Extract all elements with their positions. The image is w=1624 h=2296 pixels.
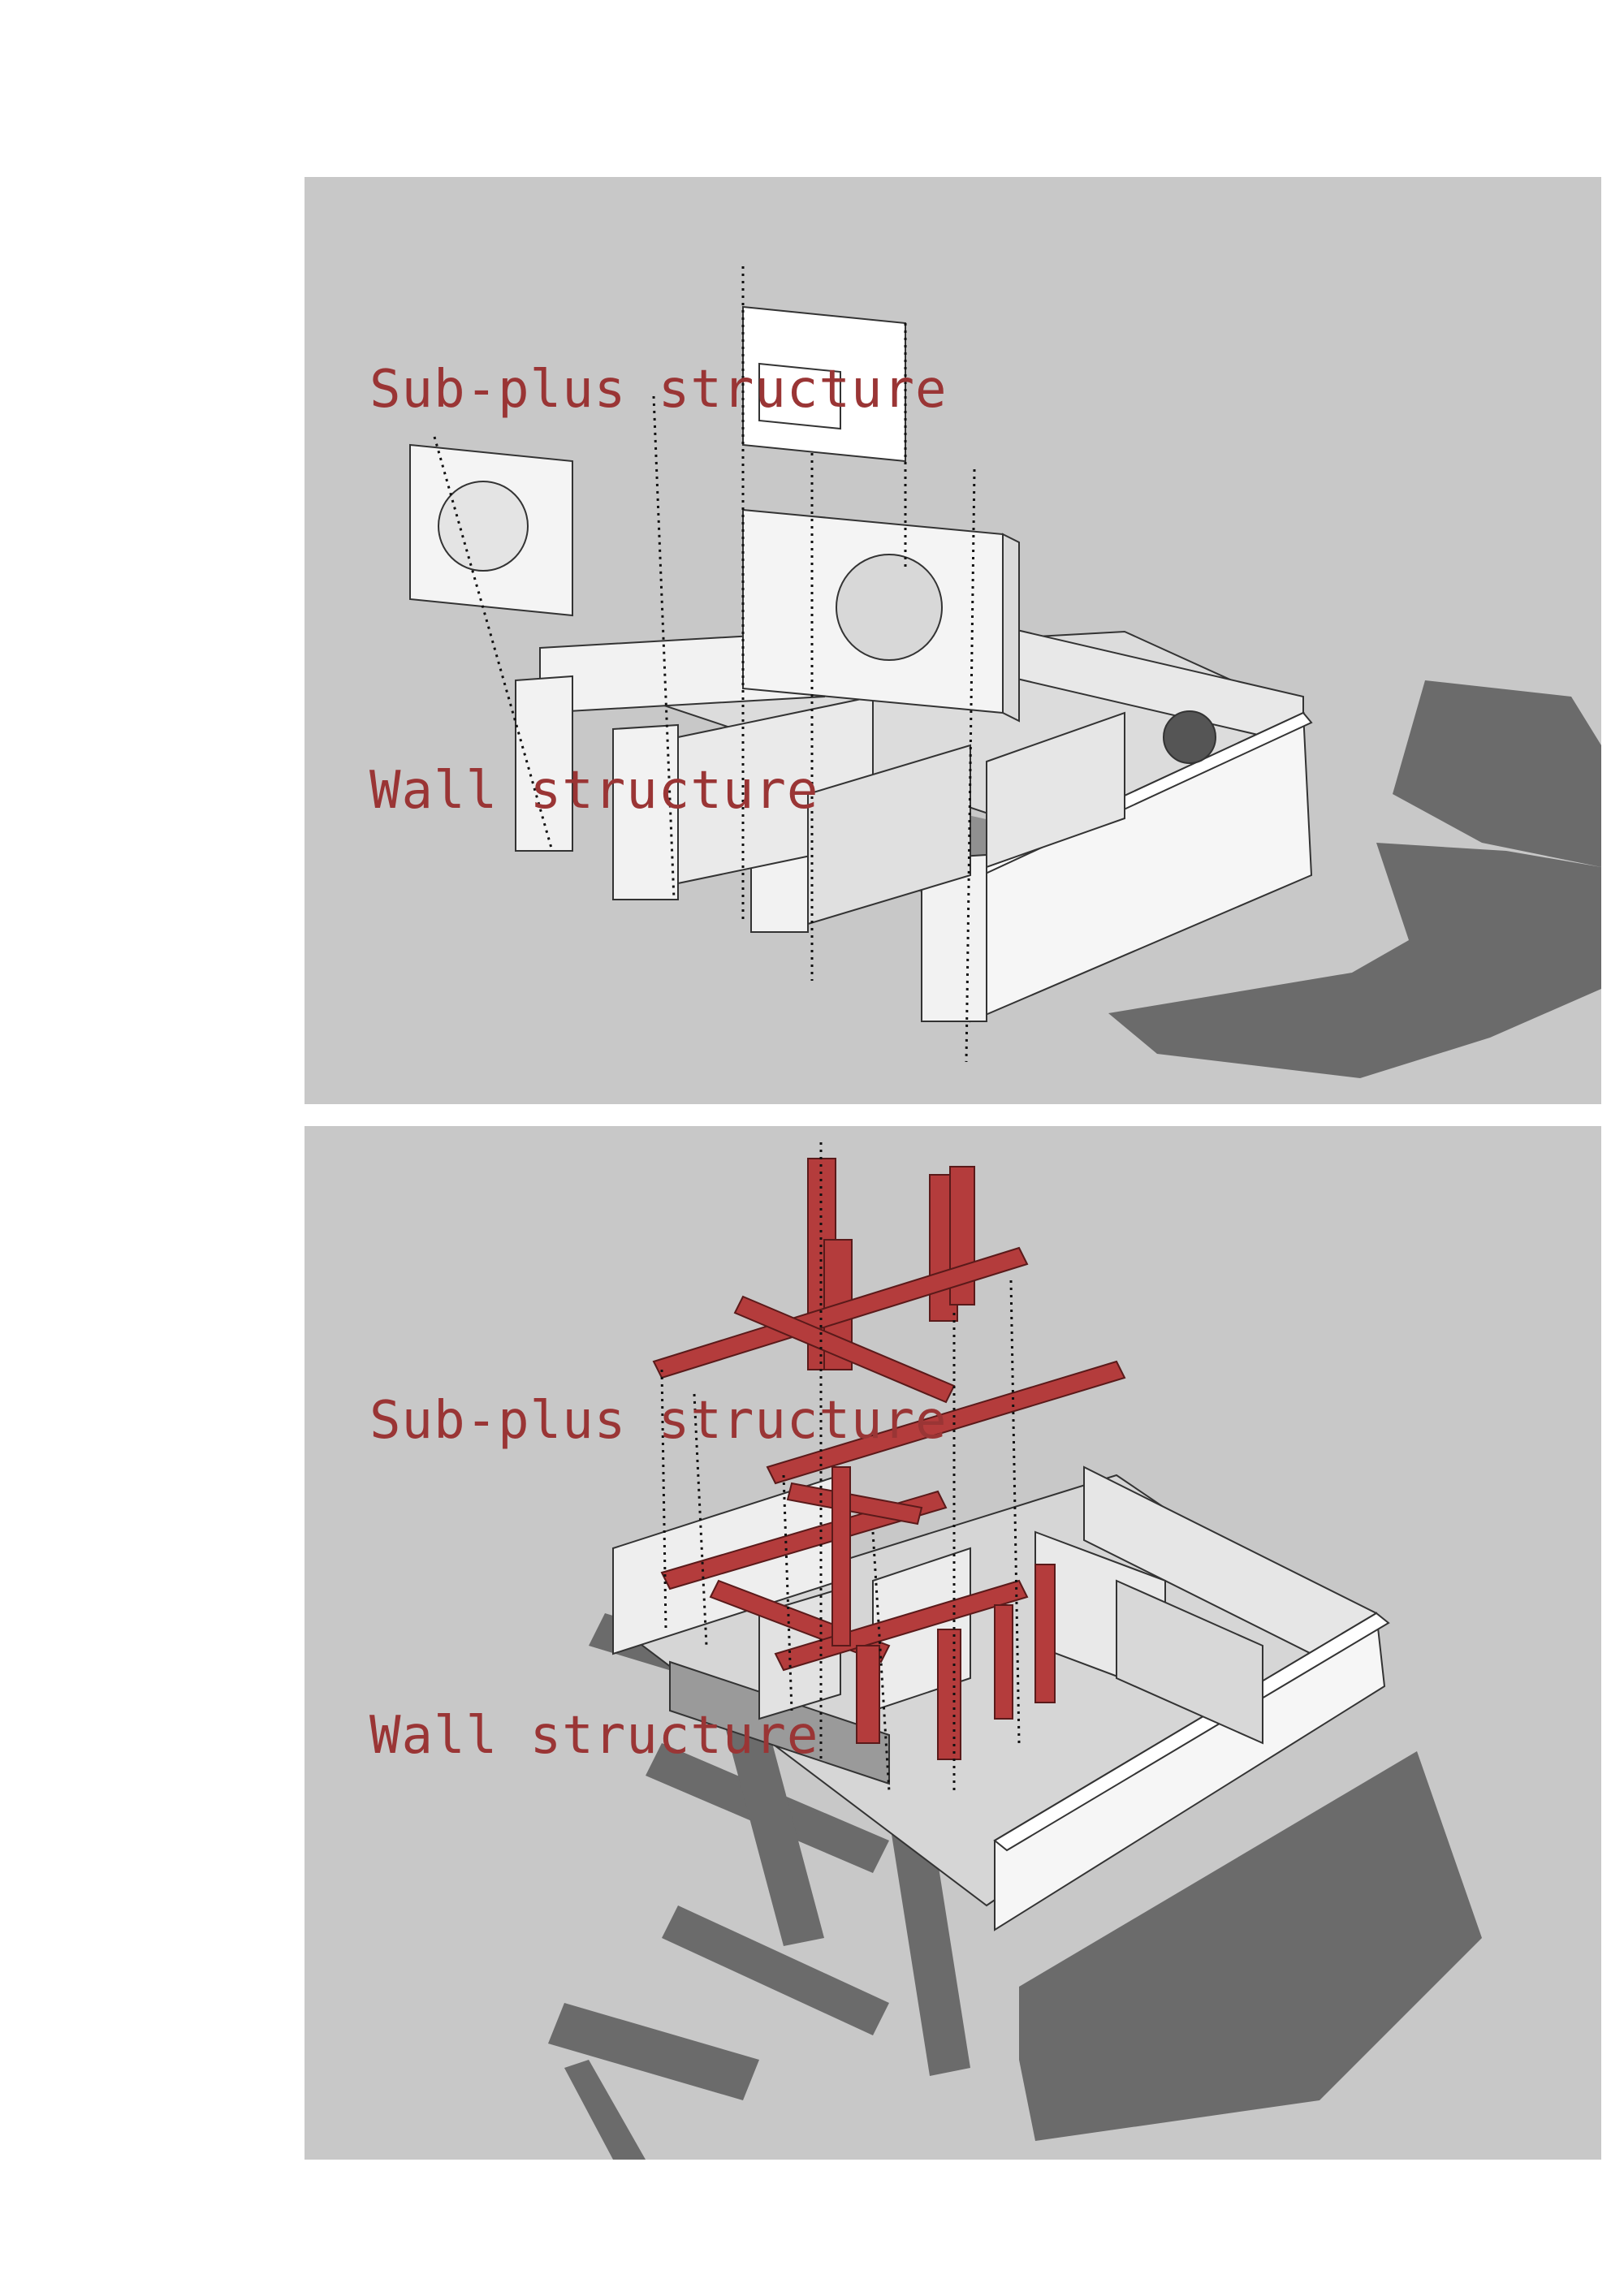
bottom-wall-structure-label: Wall structure	[369, 1706, 819, 1766]
bottom-beam-2	[733, 1295, 956, 1404]
bottom-beam-6	[774, 1579, 1029, 1672]
bottom-beam-3	[766, 1360, 1126, 1485]
top-front-wall-2	[612, 723, 679, 900]
top-sub-plus-label: Sub-plus structure	[369, 360, 948, 420]
top-building-shadow	[1108, 843, 1601, 1078]
top-inner-wall-c	[986, 711, 1125, 869]
bottom-front-wall-left	[669, 1660, 890, 1785]
bottom-column-center-4	[1034, 1564, 1056, 1703]
bottom-column-center-1	[831, 1466, 851, 1646]
top-roof-slab-notch	[758, 362, 841, 430]
top-wall-structure	[515, 614, 1313, 1023]
bottom-building-shadow	[1019, 1751, 1482, 2141]
bottom-sub-plus-structure	[652, 1158, 1126, 1760]
bottom-column-center-2	[856, 1645, 880, 1744]
top-axonometric-drawing	[409, 266, 1601, 1078]
bottom-alignment-lines	[660, 1142, 1021, 1793]
top-sub-plus-structure	[409, 305, 1020, 723]
top-front-wall-1	[515, 675, 573, 852]
bottom-inner-wall-2	[1116, 1579, 1263, 1745]
top-inner-wall-b	[807, 744, 971, 926]
top-alignment-lines	[433, 266, 976, 1063]
bottom-axonometric-drawing	[548, 1142, 1482, 2160]
top-wall-structure-label: Wall structure	[369, 761, 819, 821]
bottom-sub-plus-label: Sub-plus structure	[369, 1391, 948, 1451]
top-diagram-panel: Sub-plus structure Wall structure	[304, 177, 1601, 1104]
bottom-beam-1	[652, 1246, 1029, 1379]
top-left-panel-circle	[438, 481, 529, 572]
bottom-diagram-panel: Sub-plus structure Wall structure	[304, 1126, 1601, 2160]
top-wall-circle-opening	[1163, 710, 1216, 764]
bottom-column-center-3	[937, 1629, 961, 1760]
bottom-column-center-5	[994, 1604, 1013, 1720]
top-center-panel-circle	[836, 554, 943, 661]
top-center-panel-side	[1002, 533, 1020, 723]
top-building-shadow-2	[1393, 680, 1601, 867]
